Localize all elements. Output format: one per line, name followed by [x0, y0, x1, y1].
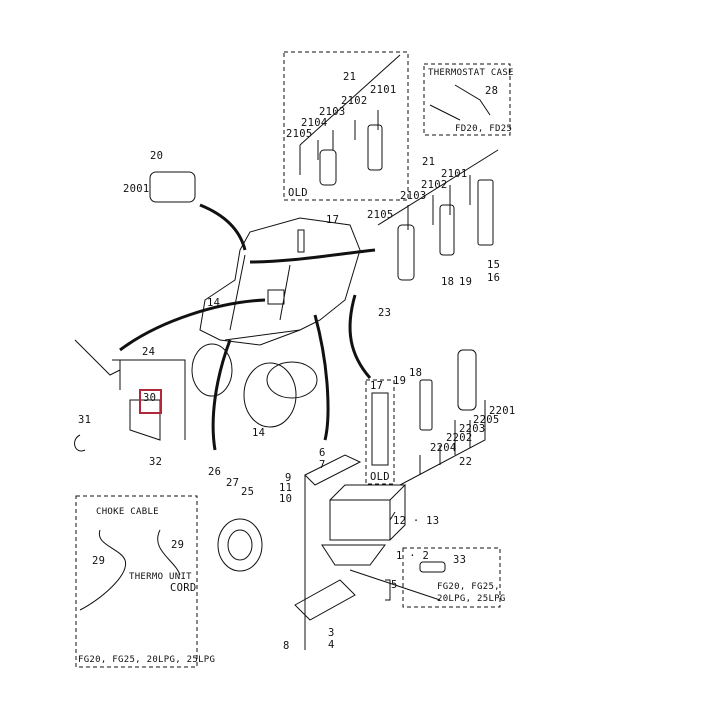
callout-2103-old: 2103: [319, 106, 346, 118]
callout-5: 5: [391, 579, 398, 591]
callout-fg-models: FG20, FG25, 20LPG, 25LPG: [78, 655, 216, 665]
callout-29b: 29: [171, 539, 185, 551]
fg-spacer-box: [402, 547, 501, 608]
callout-15: 15: [487, 259, 501, 271]
callout-4: 4: [328, 639, 335, 651]
callout-7: 7: [319, 459, 326, 471]
callout-19a: 19: [459, 276, 473, 288]
callout-17a: 17: [326, 214, 340, 226]
part-shapes: [74, 84, 494, 621]
callout-11: 11: [279, 482, 293, 494]
callout-6: 6: [319, 447, 326, 459]
callout-choke-cable: CHOKE CABLE: [96, 507, 159, 517]
callout-2104-old: 2104: [301, 117, 328, 129]
callout-29a: 29: [92, 555, 106, 567]
callout-2105-old: 2105: [286, 128, 313, 140]
old-17-box: [365, 379, 395, 485]
callout-thermo-unit: THERMO UNIT: [129, 572, 192, 582]
dashed-boxes: [75, 51, 511, 668]
callout-2102-old: 2102: [341, 95, 368, 107]
callout-19b: 19: [393, 375, 407, 387]
callout-28: 28: [485, 85, 499, 97]
callout-2204: 2204: [430, 442, 457, 454]
callout-14a: 14: [207, 297, 221, 309]
callout-2101: 2101: [441, 168, 468, 180]
callout-2101-old: 2101: [370, 84, 397, 96]
arrows: [119, 203, 376, 451]
callout-2202: 2202: [446, 432, 473, 444]
callout-1-2: 1 · 2: [396, 550, 430, 562]
callout-24: 24: [142, 346, 156, 358]
callout-32: 32: [149, 456, 163, 468]
callout-fg-b: 20LPG, 25LPG: [437, 594, 506, 604]
battery-tray-shape: [321, 544, 386, 566]
choke-box: [75, 495, 198, 668]
callout-3: 3: [328, 627, 335, 639]
leader-lines: [112, 54, 499, 650]
callout-33: 33: [453, 554, 467, 566]
callout-17b: 17: [370, 380, 384, 392]
callout-30: 30: [143, 392, 157, 404]
callout-2001: 2001: [123, 183, 150, 195]
callout-old-lamp: OLD: [288, 187, 308, 199]
callout-2103: 2103: [400, 190, 427, 202]
highlight-box-part-30: [139, 389, 162, 414]
callout-9: 9: [285, 472, 292, 484]
callout-26: 26: [208, 466, 222, 478]
callout-10: 10: [279, 493, 293, 505]
callout-2201: 2201: [489, 405, 516, 417]
callout-20: 20: [150, 150, 164, 162]
callout-23: 23: [378, 307, 392, 319]
callout-25: 25: [241, 486, 255, 498]
callout-8: 8: [283, 640, 290, 652]
callout-cord: CORD: [170, 582, 197, 594]
callout-21: 21: [422, 156, 436, 168]
callout-thermostat-case: THERMOSTAT CASE: [428, 68, 514, 78]
callout-21-old: 21: [343, 71, 357, 83]
callout-16: 16: [487, 272, 501, 284]
callout-18b: 18: [409, 367, 423, 379]
battery-shape: [329, 499, 391, 541]
callout-fd: FD20, FD25: [455, 124, 513, 134]
callout-31: 31: [78, 414, 92, 426]
work-lamp-shape: [149, 171, 196, 203]
callout-fg-a: FG20, FG25,: [437, 582, 500, 592]
callout-27: 27: [226, 477, 240, 489]
callout-12-13: 12 · 13: [393, 515, 440, 527]
callout-2102: 2102: [421, 179, 448, 191]
callout-2105: 2105: [367, 209, 394, 221]
thermostat-box: [423, 63, 511, 136]
callout-2203: 2203: [459, 423, 486, 435]
callout-old-17: OLD: [370, 471, 390, 483]
callout-18a: 18: [441, 276, 455, 288]
tractor-outline: [191, 217, 361, 428]
callout-14b: 14: [252, 427, 266, 439]
horn-shape: [217, 518, 263, 572]
old-lamp-box: [283, 51, 409, 201]
callout-2205: 2205: [473, 414, 500, 426]
callout-22: 22: [459, 456, 473, 468]
